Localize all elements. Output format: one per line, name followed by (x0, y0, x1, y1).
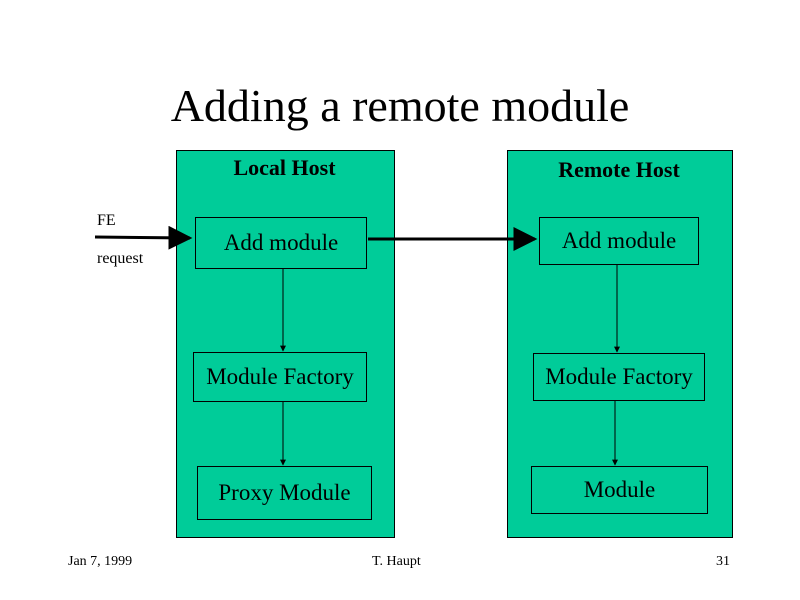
local-proxy-module-box: Proxy Module (197, 466, 372, 520)
local-host-label: Local Host (233, 155, 336, 180)
local-module-factory-box: Module Factory (193, 352, 367, 402)
footer-date: Jan 7, 1999 (68, 554, 133, 569)
slide-title: Adding a remote module (170, 80, 630, 131)
remote-module-box: Module (531, 466, 708, 514)
fe-label: FE (97, 212, 116, 229)
remote-add-module-box: Add module (539, 217, 699, 265)
fe-request-arrow (94, 225, 193, 250)
local-add-module-box: Add module (195, 217, 367, 269)
request-label: request (97, 250, 144, 267)
remote-host-label: Remote Host (558, 157, 680, 182)
footer-author: T. Haupt (372, 554, 421, 569)
footer-page-number: 31 (716, 554, 730, 569)
remote-module-factory-box: Module Factory (533, 353, 705, 401)
